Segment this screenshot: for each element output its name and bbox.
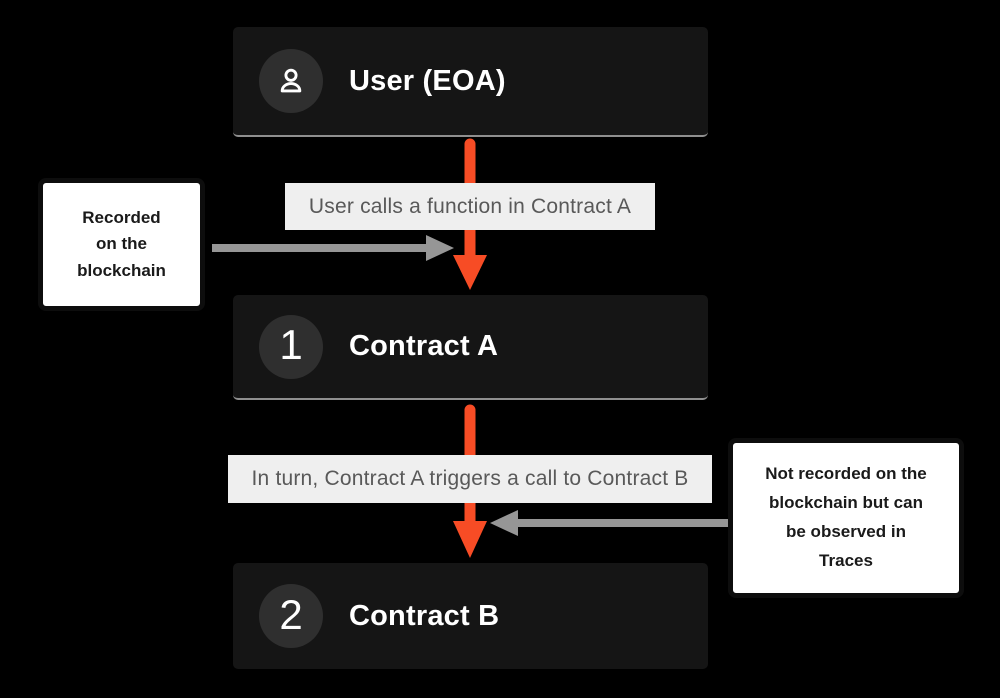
step-1-badge: 1 <box>259 314 323 379</box>
user-icon <box>259 49 323 113</box>
flow-arrow-down-icon <box>453 138 487 290</box>
step-2-badge: 2 <box>259 584 323 648</box>
node-contract-b-label: Contract B <box>349 599 500 632</box>
annotation-not-recorded-text: Not recorded on the blockchain but can b… <box>765 464 927 570</box>
edge-label-call-function: User calls a function in Contract A <box>285 183 655 230</box>
annotation-not-recorded-traces: Not recorded on the blockchain but can b… <box>728 438 964 598</box>
node-contract-a: 1 Contract A <box>233 295 708 400</box>
node-contract-b: 2 Contract B <box>233 563 708 669</box>
arrow-right-icon <box>212 235 454 261</box>
node-contract-a-label: Contract A <box>349 330 499 362</box>
annotation-recorded-on-blockchain: Recorded on the blockchain <box>38 178 205 311</box>
flow-arrow-down-icon <box>453 404 487 558</box>
node-user-eoa: User (EOA) <box>233 27 708 137</box>
arrow-left-icon <box>490 510 728 536</box>
edge-label-triggers-call: In turn, Contract A triggers a call to C… <box>228 455 712 503</box>
annotation-recorded-text: Recorded on the blockchain <box>77 207 166 280</box>
node-user-label: User (EOA) <box>349 64 506 97</box>
